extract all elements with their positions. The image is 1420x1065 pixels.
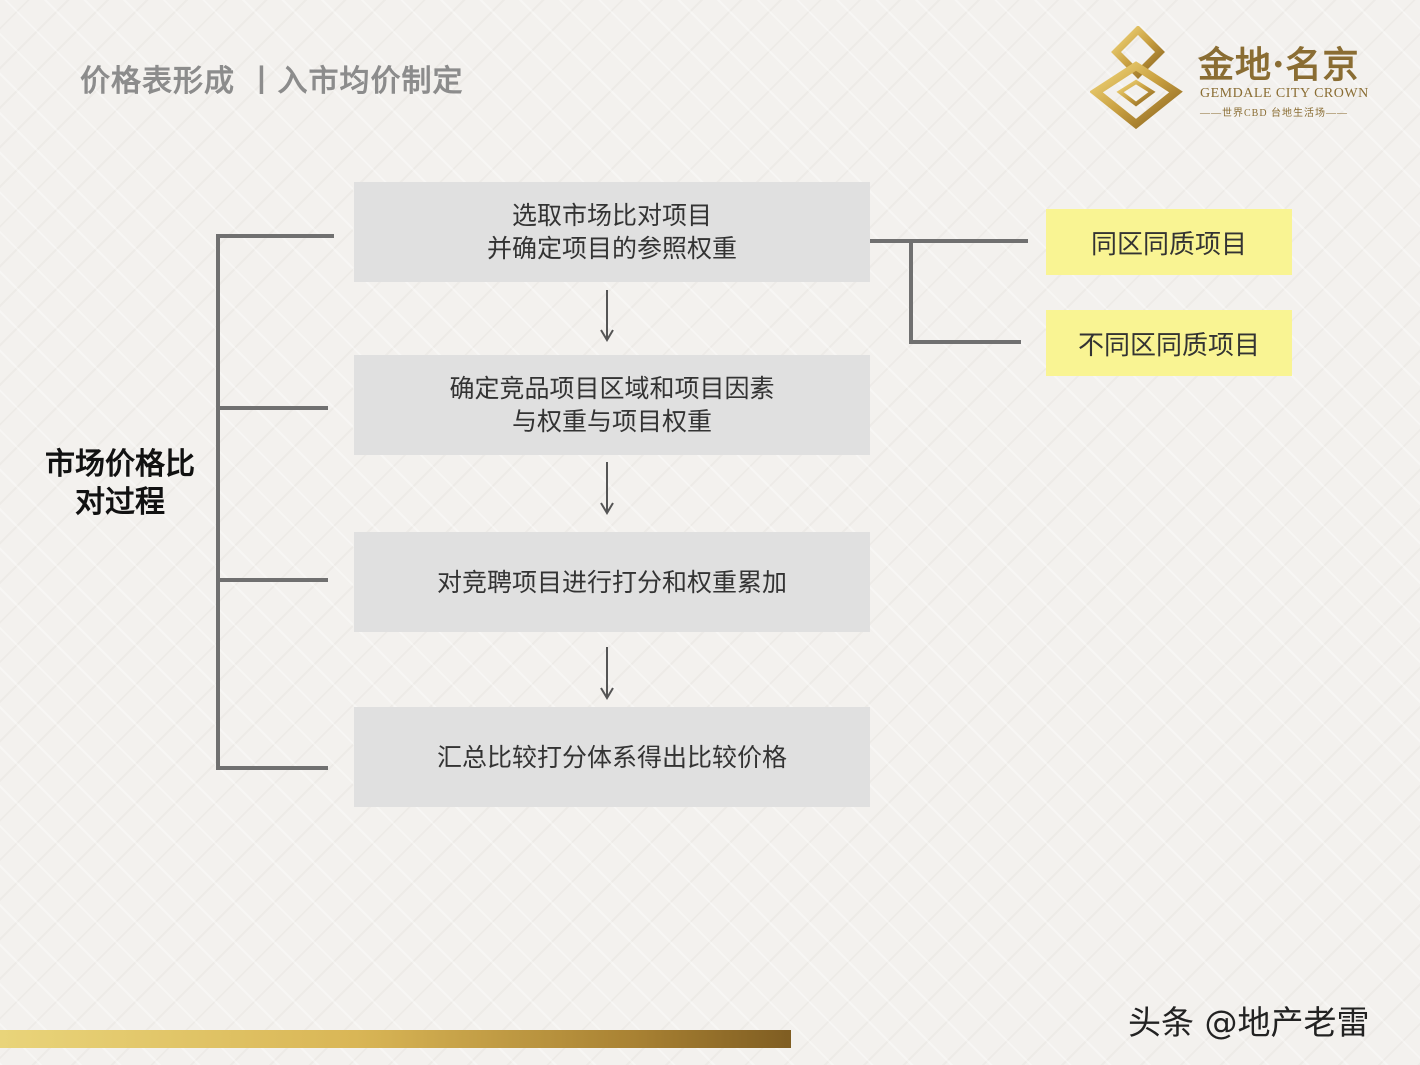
step-2-line2: 与权重与项目权重 — [511, 407, 712, 436]
step-1-line1: 选取市场比对项目 — [511, 201, 712, 230]
arrow-1-head-icon — [600, 329, 614, 342]
step-box-4: 汇总比较打分体系得出比较价格 — [354, 707, 870, 807]
page-title: 价格表形成 丨入市均价制定 — [80, 64, 464, 99]
step-box-2: 确定竞品项目区域和项目因素 与权重与项目权重 — [354, 355, 870, 455]
step-box-3: 对竞聘项目进行打分和权重累加 — [354, 532, 870, 632]
logo-chinese-name: 金地·名京 — [1198, 44, 1360, 86]
logo-mark-icon — [1090, 26, 1183, 130]
step-3-line1: 对竞聘项目进行打分和权重累加 — [436, 567, 787, 597]
process-label-line2: 对过程 — [75, 485, 165, 520]
step-1-line2: 并确定项目的参照权重 — [486, 234, 737, 263]
arrow-3-head-icon — [600, 687, 614, 700]
branch-box-same-district: 同区同质项目 — [1046, 209, 1292, 275]
footer-gold-bar — [0, 1030, 791, 1048]
step-box-1: 选取市场比对项目 并确定项目的参照权重 — [354, 182, 870, 282]
watermark-text: 头条 @地产老雷 — [1128, 1003, 1370, 1042]
step-2-line1: 确定竞品项目区域和项目因素 — [449, 374, 775, 403]
logo-english-name: GEMDALE CITY CROWN — [1200, 86, 1369, 101]
brand-logo: 金地·名京 GEMDALE CITY CROWN ——世界CBD 台地生活场—— — [1090, 26, 1390, 132]
logo-tagline: ——世界CBD 台地生活场—— — [1200, 108, 1349, 119]
process-label: 市场价格比 对过程 — [30, 446, 210, 522]
arrow-2-head-icon — [600, 502, 614, 515]
step-4-line1: 汇总比较打分体系得出比较价格 — [436, 742, 787, 772]
branch-box-different-district: 不同区同质项目 — [1046, 310, 1292, 376]
process-label-line1: 市场价格比 — [45, 447, 195, 482]
